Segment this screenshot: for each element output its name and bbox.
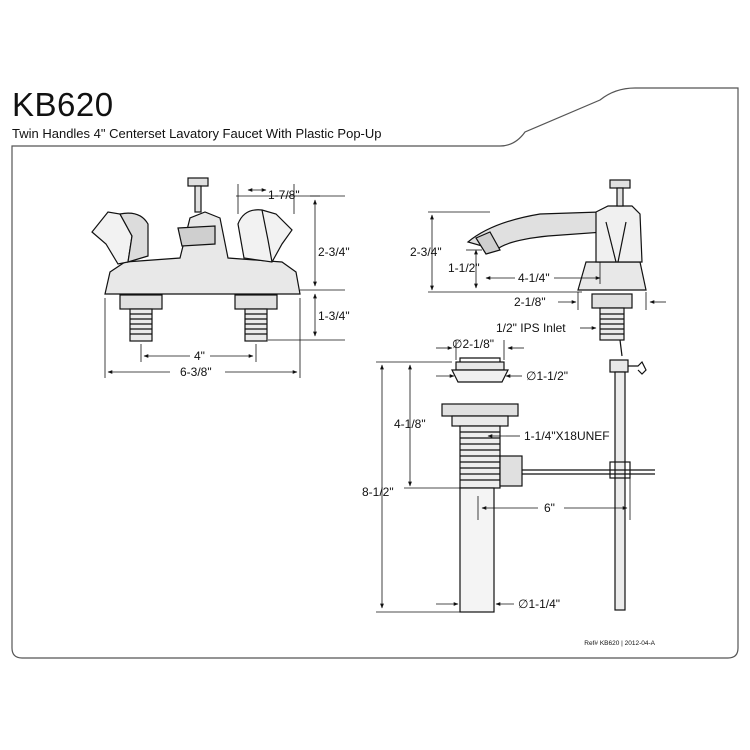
drain-drawing bbox=[441, 357, 655, 613]
side-view-dimensions bbox=[428, 211, 666, 330]
dim-shank-length: 1-3/4" bbox=[318, 309, 350, 323]
dim-base-width: 2-1/8" bbox=[514, 295, 546, 309]
dim-drain-opening: ∅1-1/2" bbox=[526, 369, 568, 383]
dim-overall-width: 6-3/8" bbox=[180, 365, 212, 379]
dim-rod-length: 6" bbox=[544, 501, 555, 515]
dim-center-spacing: 4" bbox=[194, 349, 205, 363]
dim-tailpiece-diameter: ∅1-1/4" bbox=[518, 597, 560, 611]
reference-code: Ref# KB620 | 2012-04-A bbox=[584, 640, 655, 647]
front-view-dimensions bbox=[104, 184, 345, 378]
dim-spout-reach: 4-1/4" bbox=[518, 271, 550, 285]
front-view-drawing bbox=[91, 177, 301, 342]
dim-spout-height: 1-1/2" bbox=[448, 261, 480, 275]
model-title: KB620 bbox=[12, 86, 114, 123]
side-view-drawing bbox=[466, 179, 647, 611]
drain-dimensions bbox=[376, 340, 631, 613]
dim-overall-length: 8-1/2" bbox=[362, 485, 394, 499]
dim-flange-diameter: ∅2-1/8" bbox=[452, 337, 494, 351]
dim-front-height: 2-3/4" bbox=[318, 245, 350, 259]
dim-body-length: 4-1/8" bbox=[394, 417, 426, 431]
dim-handle-width: 1-7/8" bbox=[268, 188, 300, 202]
dim-thread: 1-1/4"X18UNEF bbox=[524, 429, 610, 443]
dim-ips-inlet: 1/2" IPS Inlet bbox=[496, 321, 566, 335]
dim-side-height: 2-3/4" bbox=[410, 245, 442, 259]
sheet-border bbox=[11, 87, 739, 659]
model-description: Twin Handles 4" Centerset Lavatory Fauce… bbox=[12, 126, 382, 141]
